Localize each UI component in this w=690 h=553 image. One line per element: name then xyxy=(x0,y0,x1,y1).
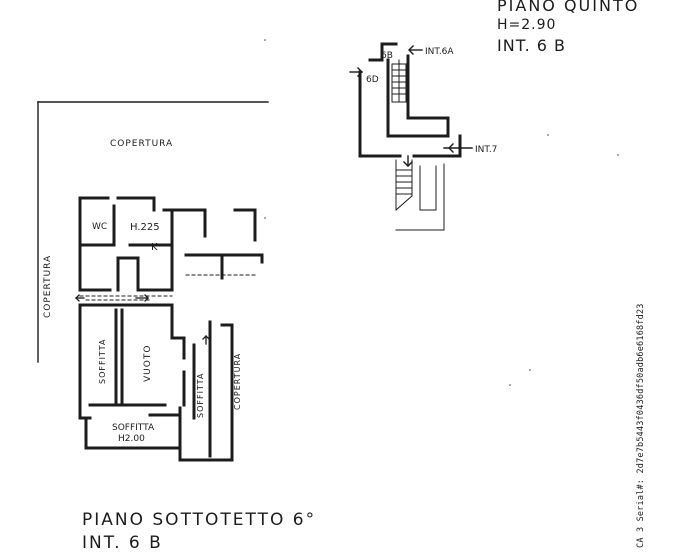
soffitta-left-label: SOFFITTA xyxy=(98,339,107,384)
sheet-title: PIANO SOTTOTETTO 6° xyxy=(82,510,317,530)
certificate-code: CA 3 Serial#: 2d7e7b5443f0436df50adb6e61… xyxy=(636,303,646,548)
roof-boundary-line xyxy=(37,101,269,363)
soffitta-bottom-label: SOFFITTA xyxy=(112,423,155,433)
fifth-floor-walls xyxy=(358,42,462,158)
room-height-label: H.225 xyxy=(130,222,160,233)
copertura-top-label: COPERTURA xyxy=(110,139,173,149)
fifth-floor-arrows xyxy=(349,45,473,167)
sheet-unit: INT. 6 B xyxy=(82,533,163,553)
upper-dashed-lines xyxy=(79,274,256,297)
soffitta-right-label: SOFFITTA xyxy=(196,373,205,418)
scan-marks xyxy=(264,39,619,386)
kitchen-label: K xyxy=(151,242,158,253)
bottom-height-label: H2.00 xyxy=(118,434,145,444)
copertura-left-label: COPERTURA xyxy=(43,255,53,318)
vuoto-label: VUOTO xyxy=(143,345,153,382)
fifth-floor-height: H=2.90 xyxy=(497,17,557,33)
fifth-floor-unit: INT. 6 B xyxy=(497,36,566,55)
upper-rooms-walls xyxy=(78,196,264,292)
tag-6b: 6B xyxy=(381,51,393,61)
fifth-floor-stair xyxy=(391,59,407,103)
passage-arrows xyxy=(75,294,210,345)
lower-rooms-walls xyxy=(78,303,234,462)
tag-6d: 6D xyxy=(366,75,379,85)
fifth-floor-lower-stair xyxy=(395,159,445,231)
fifth-floor-title: PIANO QUINTO xyxy=(497,0,640,15)
tag-int7: INT.7 xyxy=(475,145,497,155)
wc-label: WC xyxy=(92,222,107,232)
copertura-right-label: COPERTURA xyxy=(233,353,242,410)
tag-int6a: INT.6A xyxy=(425,47,454,57)
